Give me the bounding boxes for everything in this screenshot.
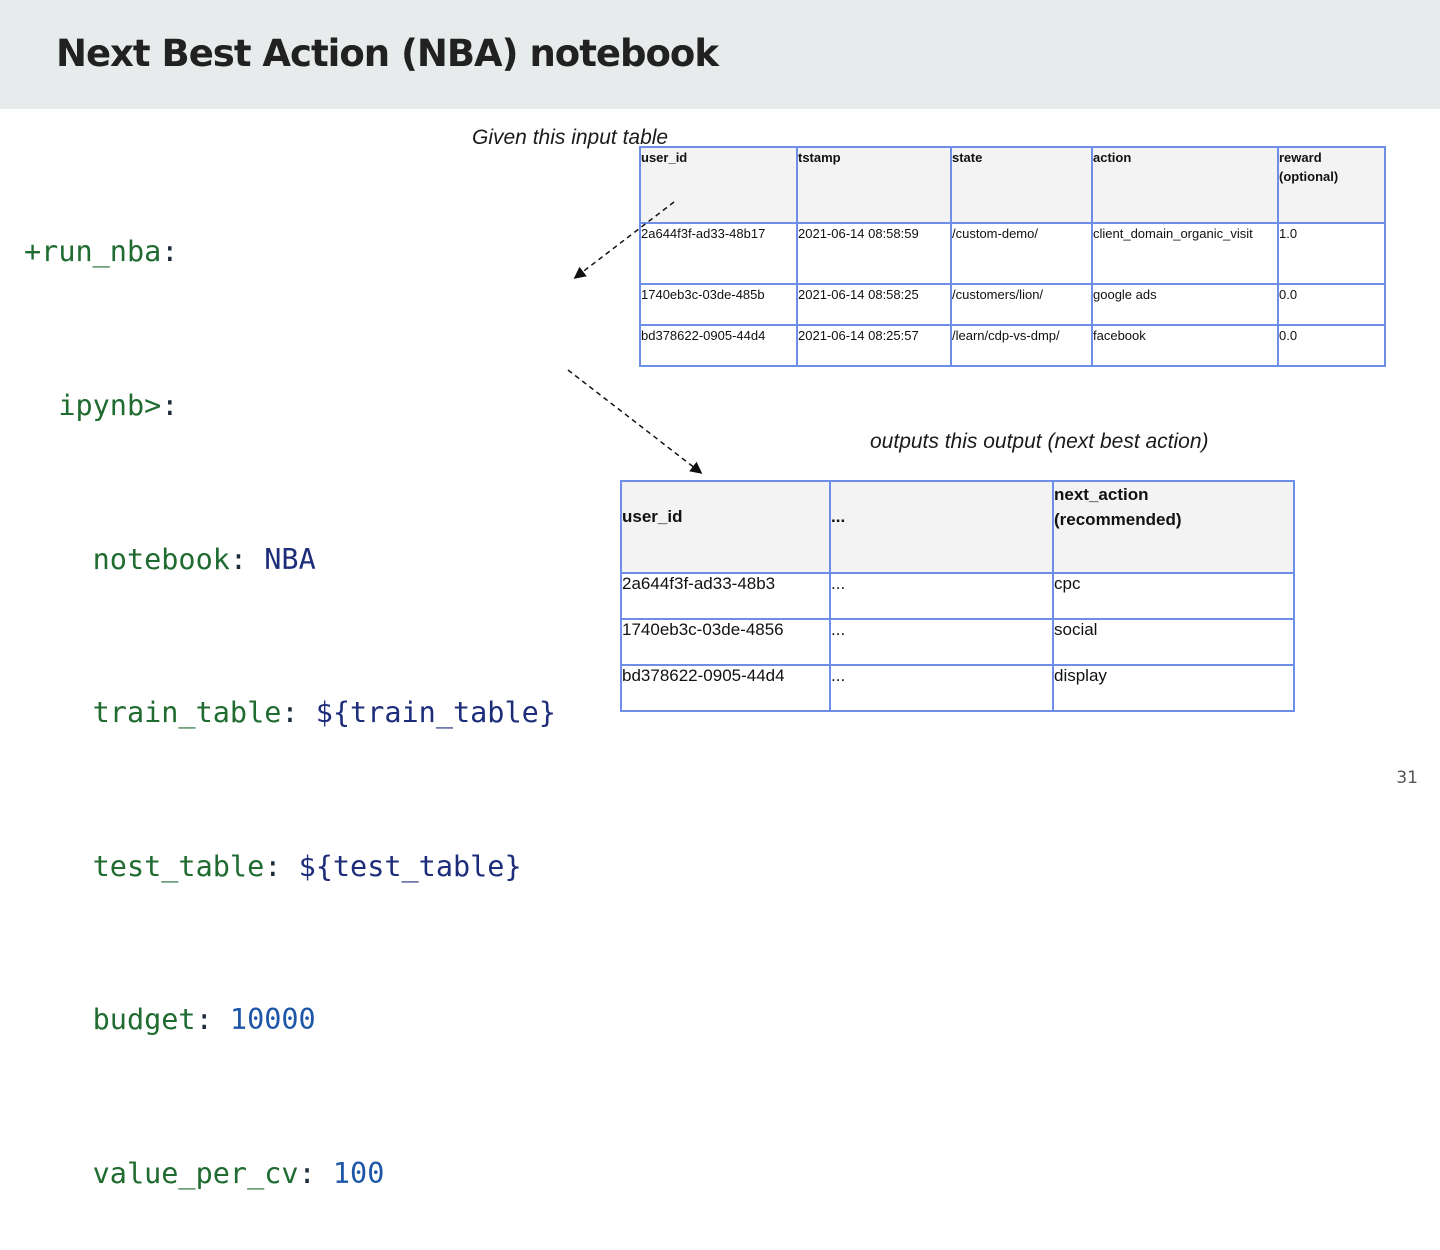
output-table-caption: outputs this output (next best action) bbox=[870, 430, 1209, 453]
table-row: 2a644f3f-ad33-48b3 ... cpc bbox=[620, 572, 1295, 620]
code-value: NBA bbox=[264, 542, 316, 576]
code-value: ${test_table} bbox=[298, 849, 522, 883]
table-cell: ... bbox=[829, 572, 1054, 620]
code-line-run-nba: +run_nba: bbox=[24, 235, 179, 269]
table-cell: facebook bbox=[1091, 324, 1279, 367]
table-row: bd378622-0905-44d4 ... display bbox=[620, 664, 1295, 712]
code-key: value_per_cv bbox=[92, 1156, 299, 1190]
workflow-code-snippet: +run_nba: ipynb>: notebook: NBA train_ta… bbox=[24, 124, 556, 1250]
table-cell: 2a644f3f-ad33-48b17 bbox=[639, 222, 798, 285]
table-cell: client_domain_organic_visit bbox=[1091, 222, 1279, 285]
table-cell: social bbox=[1052, 618, 1295, 666]
table-header-row: user_id ... next_action (recommended) bbox=[620, 480, 1295, 574]
table-cell: 1740eb3c-03de-4856 bbox=[620, 618, 831, 666]
table-cell: 2a644f3f-ad33-48b3 bbox=[620, 572, 831, 620]
column-header: user_id bbox=[639, 146, 798, 224]
code-value: 100 bbox=[332, 1156, 385, 1190]
table-cell: /customers/lion/ bbox=[950, 283, 1093, 326]
input-table: user_id tstamp state action reward (opti… bbox=[639, 146, 1386, 367]
page-number: 31 bbox=[1396, 768, 1418, 788]
table-cell: bd378622-0905-44d4 bbox=[639, 324, 798, 367]
table-cell: 2021-06-14 08:58:25 bbox=[796, 283, 952, 326]
code-line-ipynb: ipynb>: bbox=[58, 389, 179, 422]
table-cell: 1740eb3c-03de-485b bbox=[639, 283, 798, 326]
table-cell: cpc bbox=[1052, 572, 1295, 620]
table-cell: /custom-demo/ bbox=[950, 222, 1093, 285]
column-header: action bbox=[1091, 146, 1279, 224]
table-cell: google ads bbox=[1091, 283, 1279, 326]
code-line-test-table: test_table: ${test_table} bbox=[92, 849, 522, 883]
table-cell: 2021-06-14 08:58:59 bbox=[796, 222, 952, 285]
code-value: 10000 bbox=[229, 1003, 316, 1037]
table-row: bd378622-0905-44d4 2021-06-14 08:25:57 /… bbox=[639, 324, 1386, 367]
table-cell: 1.0 bbox=[1277, 222, 1386, 285]
table-header-row: user_id tstamp state action reward (opti… bbox=[639, 146, 1386, 224]
column-header: user_id bbox=[620, 480, 831, 574]
code-line-value-per-cv: value_per_cv: 100 bbox=[92, 1156, 385, 1190]
code-key: ipynb> bbox=[58, 389, 162, 422]
code-line-train-table: train_table: ${train_table} bbox=[92, 696, 556, 730]
column-header: next_action (recommended) bbox=[1052, 480, 1295, 574]
table-cell: /learn/cdp-vs-dmp/ bbox=[950, 324, 1093, 367]
code-line-notebook: notebook: NBA bbox=[92, 542, 316, 576]
table-row: 2a644f3f-ad33-48b17 2021-06-14 08:58:59 … bbox=[639, 222, 1386, 285]
code-key: test_table bbox=[92, 849, 265, 883]
column-header: state bbox=[950, 146, 1093, 224]
code-key: train_table bbox=[92, 696, 282, 730]
column-header: ... bbox=[829, 480, 1054, 574]
code-key: budget bbox=[92, 1003, 196, 1037]
table-row: 1740eb3c-03de-485b 2021-06-14 08:58:25 /… bbox=[639, 283, 1386, 326]
column-header: reward (optional) bbox=[1277, 146, 1386, 224]
table-cell: display bbox=[1052, 664, 1295, 712]
test-table-to-output-arrow bbox=[567, 369, 703, 474]
table-cell: 0.0 bbox=[1277, 283, 1386, 326]
table-cell: 0.0 bbox=[1277, 324, 1386, 367]
code-line-budget: budget: 10000 bbox=[92, 1003, 316, 1037]
table-cell: bd378622-0905-44d4 bbox=[620, 664, 831, 712]
title-band bbox=[0, 0, 1440, 109]
table-cell: ... bbox=[829, 664, 1054, 712]
code-key: notebook bbox=[92, 542, 230, 576]
table-cell: ... bbox=[829, 618, 1054, 666]
input-table-caption: Given this input table bbox=[472, 126, 669, 149]
slide-title: Next Best Action (NBA) notebook bbox=[56, 32, 719, 75]
code-value: ${train_table} bbox=[315, 696, 556, 730]
code-key: +run_nba bbox=[24, 235, 162, 269]
table-cell: 2021-06-14 08:25:57 bbox=[796, 324, 952, 367]
table-row: 1740eb3c-03de-4856 ... social bbox=[620, 618, 1295, 666]
output-table: user_id ... next_action (recommended) 2a… bbox=[620, 480, 1295, 712]
column-header: tstamp bbox=[796, 146, 952, 224]
